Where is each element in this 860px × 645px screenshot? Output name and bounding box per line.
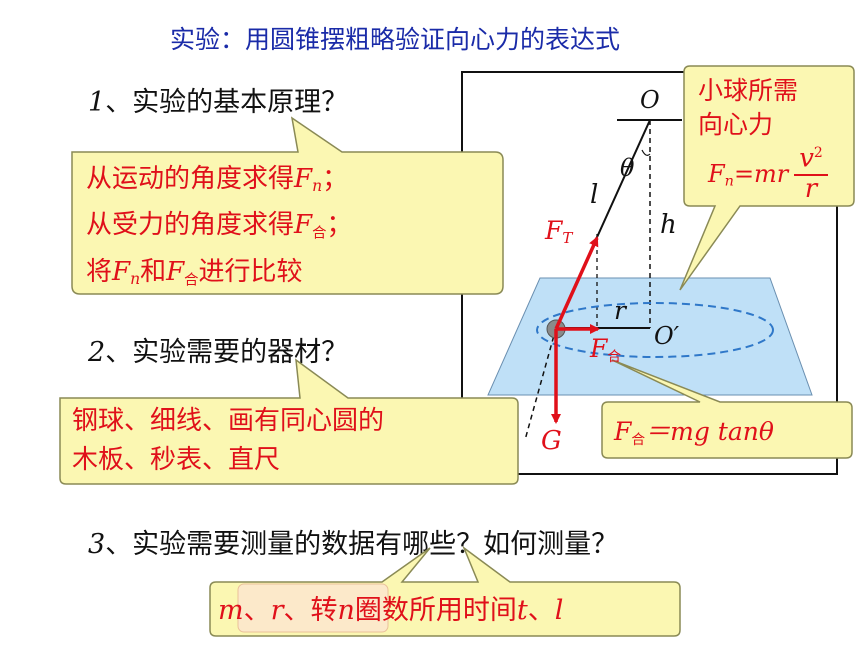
principle-fn-subscript: n — [312, 176, 323, 195]
question-2-text: 、实验需要的器材？ — [105, 337, 349, 368]
measure-sep-3: 、 — [527, 595, 555, 626]
principle-fhe-subscript: 合 — [312, 225, 327, 242]
question-3-text: 、实验需要测量的数据有哪些？如何测量？ — [105, 529, 619, 560]
label-l: l — [590, 180, 599, 210]
measure-r: r — [270, 595, 284, 626]
principle-callout-bubble — [71, 116, 504, 295]
net-force-formula-lhs: F — [614, 417, 632, 446]
centripetal-line-1: 小球所需 — [698, 76, 799, 105]
net-force-subscript: 合 — [607, 349, 622, 366]
fraction-numerator: v — [799, 143, 814, 174]
question-1-text: 、实验的基本原理？ — [105, 87, 349, 118]
centripetal-formula-mid: =mr — [733, 160, 789, 188]
principle-semicolon-2: ； — [326, 209, 353, 240]
label-theta: θ — [620, 154, 635, 182]
question-2-number: 2 — [88, 337, 106, 368]
measure-sep-2: 、转 — [283, 595, 338, 626]
page-title: 实验：用圆锥摆粗略验证向心力的表达式 — [170, 25, 621, 54]
principle-line-3-mid: 和 — [140, 257, 167, 288]
principle-line-2-text: 从受力的角度求得 — [86, 209, 295, 240]
measure-m: m — [218, 595, 244, 626]
principle-line-3-fhe-symbol: F — [166, 257, 185, 288]
question-3-number: 3 — [88, 529, 106, 560]
centripetal-formula: Fn=mr — [708, 160, 788, 190]
centripetal-fraction: v2 r — [794, 140, 828, 202]
question-2: 2、实验需要的器材？ — [88, 330, 348, 369]
principle-fhe-symbol: F — [294, 209, 313, 240]
measure-mid: 圈数所用时间 — [354, 595, 517, 626]
equipment-callout-bubble — [59, 358, 519, 485]
plane-board — [487, 277, 813, 396]
principle-text: 从运动的角度求得Fn； 从受力的角度求得F合； 将Fn和F合进行比较 — [86, 160, 352, 300]
tension-symbol: F — [545, 216, 563, 245]
centripetal-formula-subscript: n — [724, 173, 734, 190]
label-net-force: F合 — [590, 334, 621, 365]
measure-l: l — [554, 595, 564, 626]
label-gravity: G — [541, 426, 562, 456]
centripetal-formula-lhs: F — [708, 160, 725, 188]
principle-line-3-pre: 将 — [86, 257, 113, 288]
principle-semicolon-1: ； — [322, 164, 349, 194]
circular-orbit — [536, 302, 774, 358]
centripetal-text: 小球所需 向心力 — [698, 74, 798, 142]
label-r: r — [614, 296, 626, 325]
label-h: h — [660, 210, 677, 240]
principle-line-2: 从受力的角度求得F合； — [86, 206, 352, 253]
tension-arrow — [554, 236, 599, 330]
measure-sep-1: 、 — [243, 595, 271, 626]
measure-text: m、r、转n圈数所用时间t、l — [218, 588, 563, 627]
net-force-formula: F合＝mg tanθ — [614, 412, 774, 448]
principle-fn-symbol: F — [294, 164, 313, 194]
principle-line-3: 将Fn和F合进行比较 — [86, 253, 352, 300]
principle-line-1-text: 从运动的角度求得 — [86, 164, 295, 194]
theta-arc — [641, 149, 651, 156]
measure-overlay-box — [237, 583, 389, 633]
question-1: 1、实验的基本原理？ — [88, 80, 348, 119]
principle-line-1: 从运动的角度求得Fn； — [86, 160, 352, 206]
question-1-number: 1 — [88, 87, 106, 118]
fraction-exponent: 2 — [813, 145, 823, 161]
label-O-prime: O′ — [654, 322, 680, 350]
string-extension-line — [524, 327, 557, 441]
equipment-line-2: 木板、秒表、直尺 — [72, 445, 281, 475]
net-force-symbol: F — [590, 334, 608, 363]
tension-subscript: T — [562, 228, 573, 247]
principle-line-3-fn-symbol: F — [112, 257, 131, 288]
label-tension: FT — [545, 216, 572, 247]
principle-line-3-fhe-subscript: 合 — [184, 272, 199, 289]
equipment-line-1: 钢球、细线、画有同心圆的 — [72, 406, 385, 436]
principle-line-3-post: 进行比较 — [198, 257, 303, 288]
net-force-formula-rhs: ＝mg tanθ — [645, 417, 774, 446]
centripetal-callout-bubble — [679, 65, 855, 291]
net-force-formula-subscript: 合 — [631, 432, 646, 449]
centripetal-line-2: 向心力 — [698, 110, 774, 139]
fraction-denominator: r — [804, 173, 818, 204]
label-O: O — [640, 86, 660, 114]
principle-line-3-fn-subscript: n — [130, 270, 141, 289]
net-force-callout-bubble — [601, 359, 853, 459]
measure-n: n — [337, 595, 355, 626]
equipment-text: 钢球、细线、画有同心圆的 木板、秒表、直尺 — [72, 402, 384, 480]
measure-t: t — [516, 595, 528, 626]
question-3: 3、实验需要测量的数据有哪些？如何测量？ — [88, 522, 618, 561]
